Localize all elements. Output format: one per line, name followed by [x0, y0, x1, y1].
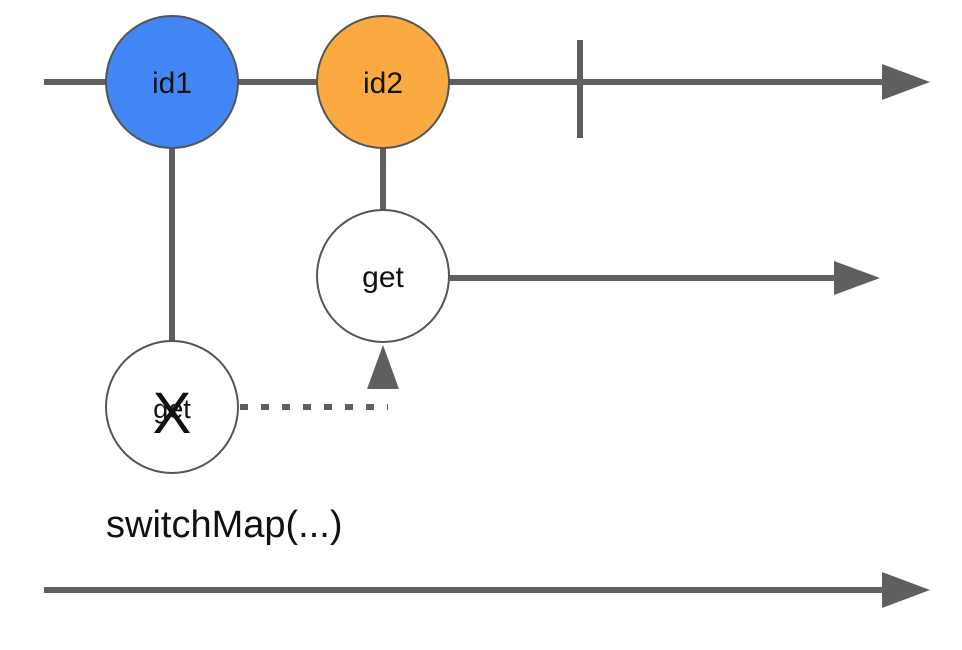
output-stream: [44, 572, 930, 608]
marble-get-active-circle: [316, 209, 450, 343]
operator-label: switchMap(...): [106, 504, 342, 546]
marble-get-cancelled-label: get: [153, 394, 191, 424]
output-timeline-arrowhead: [882, 572, 930, 608]
marble-id1: id1: [105, 15, 239, 149]
marble-id1-label: id1: [152, 67, 192, 100]
marble-get-cancelled-circle: [105, 340, 239, 474]
marble-get-cancelled: get X: [105, 340, 239, 474]
marble-id2-circle: [316, 15, 450, 149]
marble-id1-circle: [105, 15, 239, 149]
marble-get-active: get: [316, 209, 450, 343]
switch-arrowhead: [367, 345, 399, 389]
marble-id2: id2: [316, 15, 450, 149]
marble-id2-label: id2: [363, 67, 403, 100]
inner-active-arrowhead: [834, 261, 880, 295]
marble-get-active-label: get: [362, 261, 404, 294]
cancel-x-icon: X: [153, 381, 192, 446]
source-timeline-arrowhead: [882, 64, 930, 100]
switch-arrow: [240, 345, 399, 410]
inner-active-stream: [450, 261, 880, 295]
